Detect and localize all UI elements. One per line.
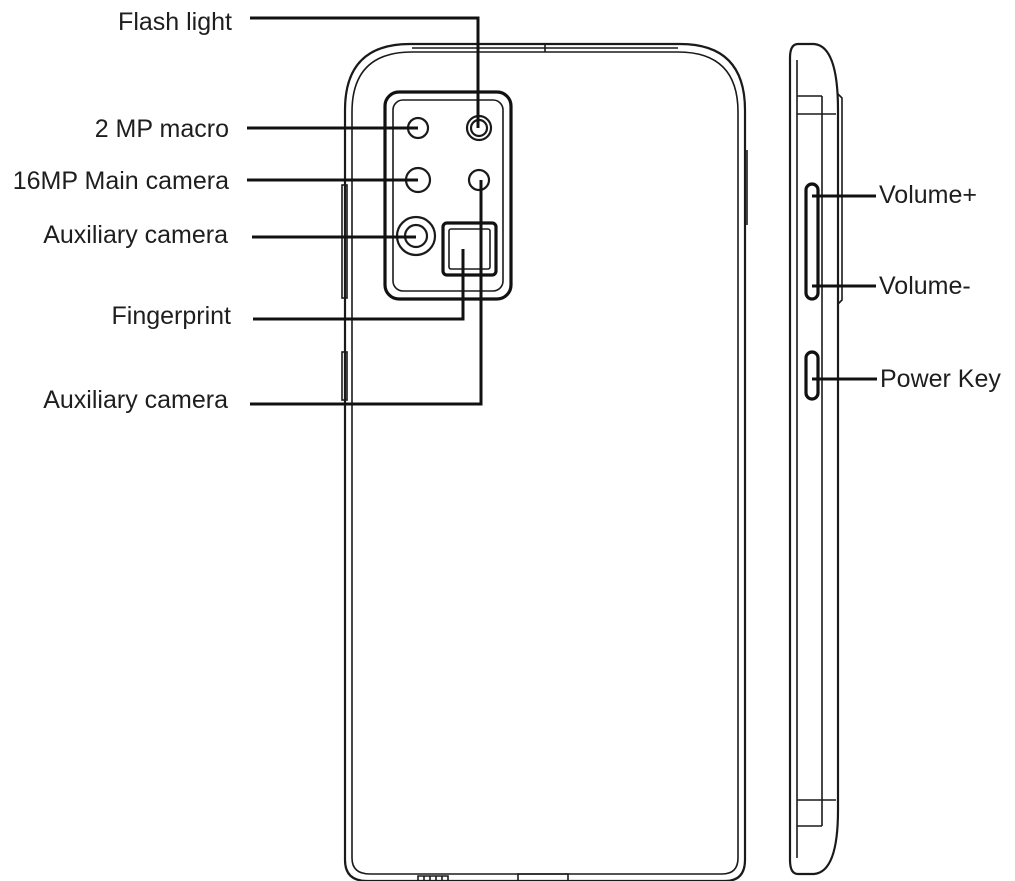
label-power-key: Power Key — [880, 365, 1001, 393]
label-fingerprint: Fingerprint — [112, 302, 232, 330]
phone-back-inner-edge — [351, 51, 739, 875]
bottom-port — [517, 873, 569, 881]
label-macro: 2 MP macro — [95, 115, 229, 143]
left-side-button-short — [341, 351, 348, 401]
side-camera-bump — [837, 93, 843, 305]
side-outline — [788, 42, 840, 876]
leader-lines-side — [812, 194, 877, 381]
phone-back-view — [341, 42, 748, 881]
fingerprint-sensor-icon — [441, 221, 498, 277]
phone-side-view — [788, 42, 843, 876]
left-side-button-long — [341, 184, 348, 299]
camera-module-outer — [383, 90, 513, 301]
auxiliary-camera-lens-top-icon — [467, 168, 491, 192]
label-aux-camera-1: Auxiliary camera — [43, 221, 228, 249]
camera-module — [383, 90, 513, 301]
leader-aux-camera-2 — [250, 180, 483, 406]
leader-lines-back — [247, 16, 483, 406]
power-key-icon — [804, 350, 820, 401]
phone-back-outline — [343, 42, 747, 881]
volume-rocker-icon — [804, 182, 820, 301]
label-flash-light: Flash light — [118, 8, 232, 36]
camera-module-inner — [392, 99, 504, 292]
leader-fingerprint — [253, 249, 465, 321]
label-volume-down: Volume- — [879, 272, 971, 300]
leader-flash — [250, 16, 480, 128]
label-main-camera: 16MP Main camera — [13, 167, 229, 195]
label-volume-up: Volume+ — [879, 181, 977, 209]
callout-labels: Flash light 2 MP macro 16MP Main camera … — [13, 8, 1002, 414]
label-aux-camera-2: Auxiliary camera — [43, 386, 228, 414]
bottom-speaker-grille — [417, 875, 449, 881]
